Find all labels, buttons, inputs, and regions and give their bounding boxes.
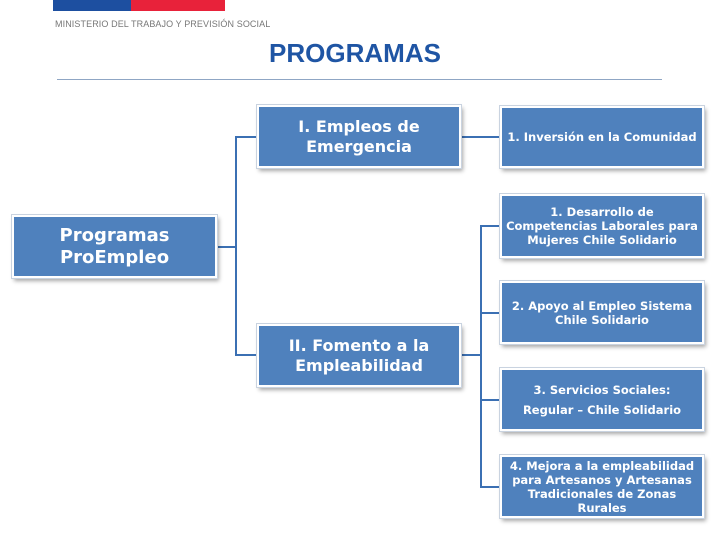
page-title: PROGRAMAS: [269, 38, 441, 68]
connector: [235, 354, 258, 356]
branch-node-empleabilidad: II. Fomento a la Empleabilidad: [256, 323, 462, 388]
root-node: Programas ProEmpleo: [11, 214, 218, 279]
title-divider: [57, 79, 662, 80]
leaf-node: 4. Mejora a la empleabilidad para Artesa…: [499, 454, 705, 519]
branch-node-emergencia: I. Empleos de Emergencia: [256, 104, 462, 169]
leaf-node: 3. Servicios Sociales: Regular – Chile S…: [499, 367, 705, 432]
leaf-node: 2. Apoyo al Empleo Sistema Chile Solidar…: [499, 280, 705, 345]
connector: [480, 399, 501, 401]
connector: [216, 246, 237, 248]
flag-blue-stripe: [53, 0, 131, 11]
flag-red-stripe: [131, 0, 225, 11]
leaf-node: 1. Inversión en la Comunidad: [499, 105, 705, 169]
connector: [235, 136, 258, 138]
connector: [480, 225, 501, 227]
connector: [480, 312, 501, 314]
connector: [480, 486, 501, 488]
connector: [480, 225, 482, 488]
connector: [460, 354, 482, 356]
leaf-node: 1. Desarrollo de Competencias Laborales …: [499, 193, 705, 259]
ministry-name: MINISTERIO DEL TRABAJO Y PREVISIÓN SOCIA…: [55, 19, 271, 29]
connector: [235, 136, 237, 356]
connector: [460, 136, 501, 138]
